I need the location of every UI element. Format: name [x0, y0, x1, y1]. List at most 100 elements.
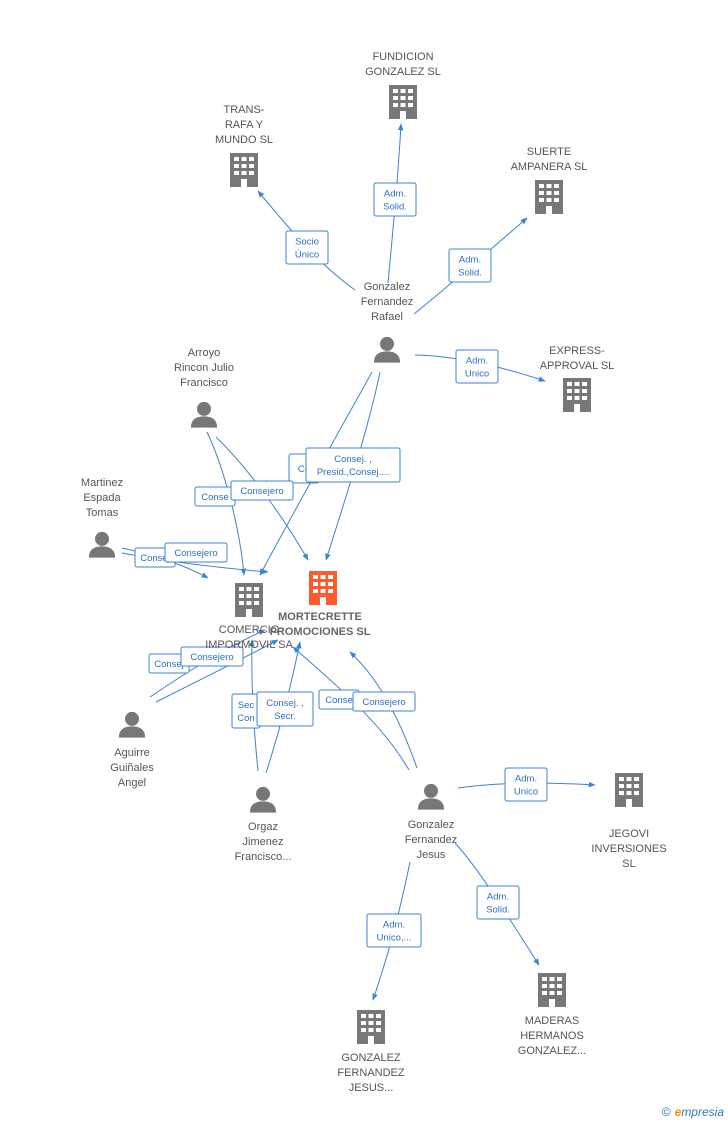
node-label: APPROVAL SL	[540, 360, 615, 372]
relation-text: Adm.	[383, 920, 405, 931]
company-node-express[interactable]: EXPRESS-APPROVAL SL	[540, 345, 615, 412]
node-label: AMPANERA SL	[511, 161, 588, 173]
company-node-fundicion[interactable]: FUNDICION GONZALEZ SL	[365, 51, 441, 119]
node-label: RAFA Y	[225, 119, 264, 131]
node-label: Francisco	[180, 377, 228, 389]
node-label: Guiñales	[110, 762, 154, 774]
person-icon	[118, 711, 146, 738]
relation-text: Solid.	[383, 202, 407, 213]
node-label: MUNDO SL	[215, 134, 273, 146]
relation-text: Presid.,Consej....	[317, 467, 389, 478]
relation-text: Conse	[201, 492, 228, 503]
building-icon	[309, 571, 337, 605]
relation-label[interactable]: Consejero	[164, 542, 228, 563]
relation-text: Unico,...	[377, 933, 412, 944]
relation-label[interactable]: Conse	[194, 486, 236, 507]
company-node-maderas[interactable]: MADERAS HERMANOS GONZALEZ...	[518, 973, 586, 1057]
node-label: Jesus	[417, 849, 446, 861]
node-label: Fernandez	[405, 834, 458, 846]
relation-label[interactable]: Adm.Unico	[455, 349, 499, 384]
relation-text: Adm.	[515, 774, 537, 785]
relation-label[interactable]: Consej. , Presid.,Consej....	[305, 447, 401, 483]
node-label: MADERAS	[525, 1015, 579, 1027]
relation-label[interactable]: Adm. Solid.	[476, 885, 520, 920]
node-label: Martinez	[81, 477, 123, 489]
node-label: Espada	[83, 492, 121, 504]
person-icon	[373, 336, 401, 363]
node-label: COMERCIO	[219, 624, 280, 636]
node-label: TRANS-	[224, 104, 265, 116]
company-node-gfjesus[interactable]: GONZALEZFERNANDEZJESUS...	[337, 1010, 405, 1094]
main-company-label: MORTECRETTE	[278, 611, 362, 623]
node-label: FUNDICION	[372, 51, 433, 63]
relation-text: Consej	[154, 659, 184, 670]
relation-text: Consej	[140, 553, 170, 564]
relation-text: Adm.	[384, 189, 406, 200]
person-icon	[249, 786, 277, 813]
node-label: Arroyo	[188, 347, 220, 359]
person-icon	[88, 531, 116, 558]
node-label: Tomas	[86, 507, 119, 519]
relation-label[interactable]: Adm. Solid.	[373, 182, 417, 217]
relation-text: Adm.	[459, 255, 481, 266]
relation-text: Unico	[514, 787, 538, 798]
relation-label[interactable]: Consejero	[180, 646, 244, 667]
relation-text: Consejero	[362, 697, 405, 708]
relation-text: Consej. ,	[334, 454, 372, 465]
relation-text: Consejero	[190, 652, 233, 663]
nodes: FUNDICION GONZALEZ SL TRANS- RAFA Y MUNDO SL…	[81, 51, 667, 1094]
node-label: Angel	[118, 777, 146, 789]
relation-text: Conse	[325, 695, 352, 706]
main-company-label: PROMOCIONES SL	[270, 626, 371, 638]
main-company-node[interactable]: MORTECRETTE PROMOCIONES SL	[270, 571, 371, 638]
relation-text: Socio	[295, 237, 319, 248]
relation-text: Solid.	[486, 905, 510, 916]
relation-text: Sec	[238, 700, 255, 711]
relation-label[interactable]: Adm.Solid.	[448, 248, 492, 283]
relation-label[interactable]: Consej. , Secr.	[256, 691, 314, 727]
company-node-trans[interactable]: TRANS- RAFA Y MUNDO SL	[215, 104, 273, 187]
building-icon	[535, 180, 563, 214]
relation-text: Consejero	[174, 548, 217, 559]
building-icon	[563, 378, 591, 412]
node-label: FERNANDEZ	[337, 1067, 405, 1079]
node-label: JEGOVI	[609, 828, 649, 840]
relation-text: Adm.	[487, 892, 509, 903]
relation-label[interactable]: Consejero	[230, 480, 294, 501]
node-label: Jimenez	[243, 836, 284, 848]
relation-text: Secr.	[274, 711, 296, 722]
node-label: Rafael	[371, 311, 403, 323]
relation-text: Co	[298, 464, 310, 475]
edge-aguirre-main	[155, 639, 279, 703]
node-label: Rincon Julio	[174, 362, 234, 374]
relation-label[interactable]: Adm. Unico,...	[366, 913, 422, 948]
empresia-logo[interactable]: ©empresia	[662, 1105, 724, 1119]
node-label: Francisco...	[235, 851, 292, 863]
node-label: INVERSIONES	[591, 843, 666, 855]
company-node-comercio[interactable]: COMERCIO IMPORMOVIL SA	[205, 583, 293, 651]
building-icon	[389, 85, 417, 119]
node-label: GONZALEZ...	[518, 1045, 586, 1057]
node-label: IMPORMOVIL SA	[205, 639, 293, 651]
relation-text: Único	[295, 250, 319, 261]
node-label: GONZALEZ SL	[365, 66, 441, 78]
building-icon	[357, 1010, 385, 1044]
relation-label[interactable]: Consejero	[352, 691, 416, 712]
relation-text: Con	[237, 713, 254, 724]
person-icon	[417, 783, 445, 810]
node-label: HERMANOS	[520, 1030, 584, 1042]
relation-label[interactable]: Adm. Unico	[504, 767, 548, 802]
person-node-orgaz[interactable]: OrgazJimenezFrancisco...	[235, 786, 292, 863]
relation-text: Consej. ,	[266, 698, 304, 709]
